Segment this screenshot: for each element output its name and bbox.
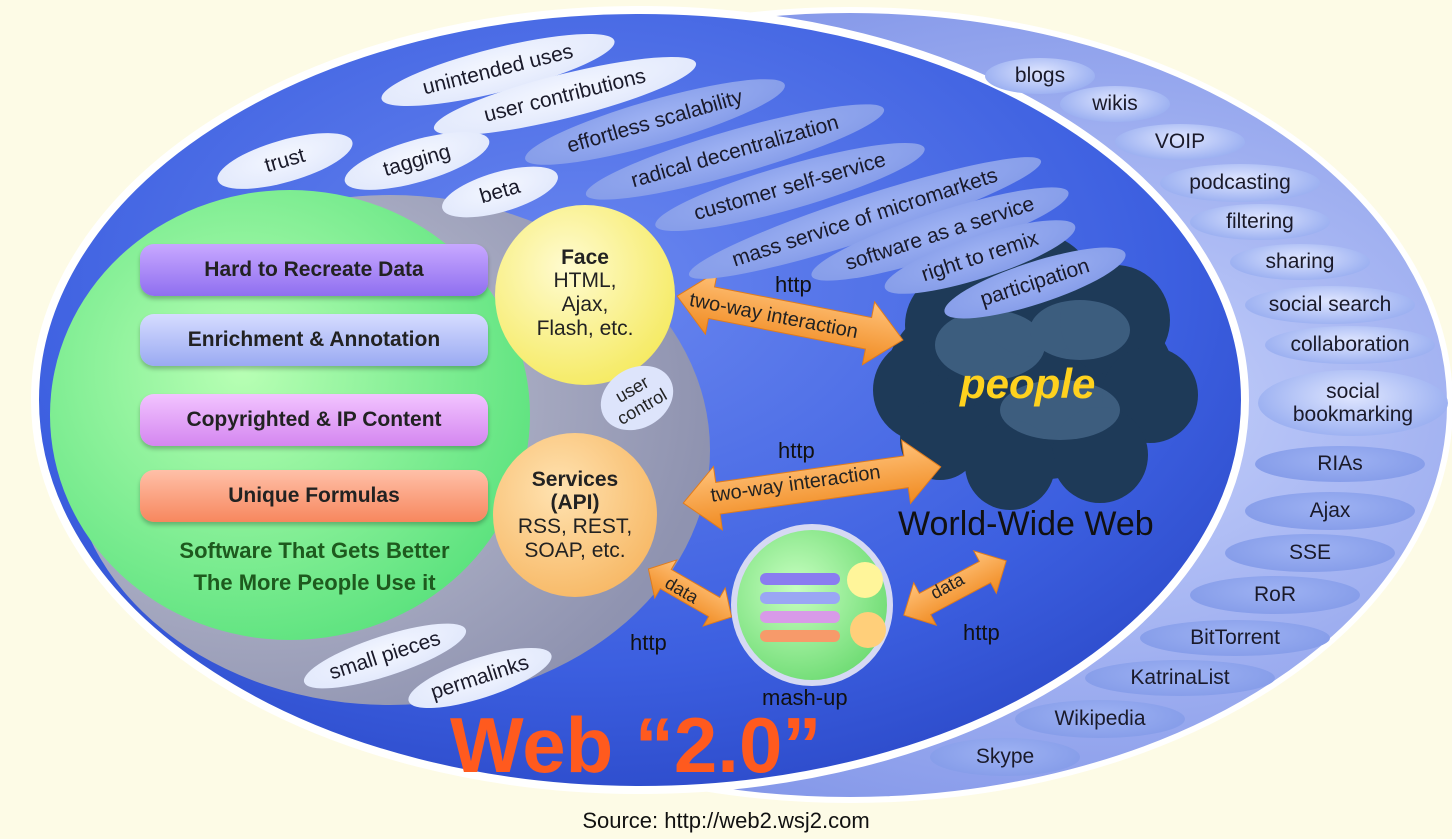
ring-tag: KatrinaList [1085, 660, 1275, 696]
services-line: RSS, REST, [517, 515, 633, 538]
mashup-bar [760, 573, 840, 585]
people-label: people [960, 360, 1096, 407]
services-circle [493, 433, 657, 597]
ring-tag-line: social [1326, 379, 1380, 403]
services-text: Services (API) RSS, REST, SOAP, etc. [493, 450, 657, 580]
http-label: http [775, 272, 812, 297]
http-label: http [630, 630, 667, 655]
ring-tag-line: bookmarking [1292, 403, 1414, 426]
mashup-dot [850, 612, 886, 648]
web20-title: Web “2.0” [450, 701, 822, 789]
face-line: HTML, [553, 269, 617, 293]
source-caption: Source: http://web2.wsj2.com [582, 808, 870, 833]
core-slogan: The More People Use it [193, 570, 436, 595]
face-line: Ajax, [561, 293, 609, 316]
http-label: http [963, 620, 1000, 645]
face-title: Face [561, 245, 609, 269]
ring-tag: SSE [1225, 534, 1395, 572]
services-line: SOAP, etc. [524, 538, 626, 562]
core-feature-bar: Hard to Recreate Data [140, 244, 488, 296]
user-control-pill [600, 365, 674, 431]
ring-tag: blogs [985, 58, 1095, 94]
arrow-data-left [647, 559, 733, 627]
mashup-bar [760, 611, 840, 623]
services-title: Services [531, 467, 619, 491]
http-label: http [778, 438, 815, 463]
ring-tag: sharing [1230, 244, 1370, 280]
core-feature-bar: Copyrighted & IP Content [140, 394, 488, 446]
arrow-face-people [676, 270, 904, 366]
core-feature-bar: Enrichment & Annotation [140, 314, 488, 366]
ring-tag: VOIP [1115, 124, 1245, 160]
mashup-dot [847, 562, 883, 598]
core-slogan: Software That Gets Better [179, 538, 450, 563]
ring-tag: social search [1245, 286, 1415, 324]
core-feature-bar: Unique Formulas [140, 470, 488, 522]
ring-tag: Ajax [1245, 492, 1415, 530]
face-line: Flash, etc. [536, 316, 634, 340]
ring-tag: podcasting [1160, 164, 1320, 202]
services-line: (API) [550, 491, 600, 515]
ring-tag: wikis [1060, 86, 1170, 122]
face-circle [495, 205, 675, 385]
www-label: World-Wide Web [898, 505, 1154, 543]
mashup-label: mash-up [762, 685, 848, 710]
arrow-data-right [903, 550, 1007, 626]
face-text: Face HTML, Ajax, Flash, etc. [495, 228, 675, 358]
ring-tag: social bookmarking [1258, 370, 1448, 436]
ring-tag: collaboration [1265, 326, 1435, 364]
mashup-bar [760, 592, 840, 604]
ring-tag: filtering [1190, 204, 1330, 240]
mashup-circle [731, 524, 893, 686]
ring-tag: Wikipedia [1015, 700, 1185, 738]
ring-tag: RIAs [1255, 446, 1425, 482]
ring-tag: RoR [1190, 576, 1360, 614]
ring-tag: Skype [930, 738, 1080, 776]
ring-tag: BitTorrent [1140, 620, 1330, 656]
mashup-bar [760, 630, 840, 642]
arrow-services-people [682, 439, 942, 531]
